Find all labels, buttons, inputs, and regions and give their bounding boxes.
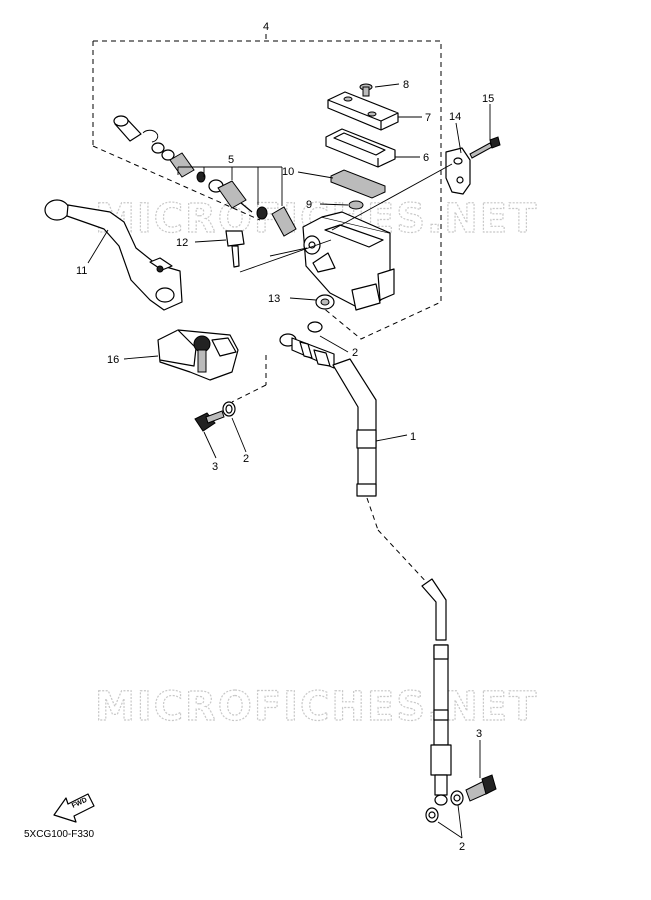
callout-3-left: 3: [212, 461, 218, 473]
part-16-bracket-clamp: [157, 329, 239, 381]
callout-2-left: 2: [243, 453, 249, 465]
callout-8: 8: [403, 79, 409, 91]
callout-1: 1: [410, 431, 416, 443]
lower-right-bolt-and-washers: [425, 774, 497, 823]
callout-6: 6: [423, 152, 429, 164]
callout-5: 5: [228, 154, 234, 166]
callout-2-bottom: 2: [459, 841, 465, 853]
part-7-reservoir-cap: [327, 91, 399, 131]
part-14-holder: [445, 147, 471, 195]
part-12-pivot-bolt: [225, 230, 245, 268]
callout-2-top: 2: [352, 347, 358, 359]
callout-12: 12: [176, 237, 188, 249]
callout-10: 10: [282, 166, 294, 178]
part-10-diaphragm: [330, 169, 386, 199]
callout-7: 7: [425, 112, 431, 124]
callout-13: 13: [268, 293, 280, 305]
callout-11: 11: [76, 265, 87, 277]
callout-15: 15: [482, 93, 494, 105]
callout-14: 14: [449, 111, 461, 123]
lower-left-bolt-and-washer: [194, 401, 236, 432]
diagram-code: 5XCG100-F330: [24, 829, 95, 840]
part-13-boot: [315, 294, 335, 310]
callout-9: 9: [306, 199, 312, 211]
callout-3-bottom: 3: [476, 728, 482, 740]
part-8-screw: [359, 83, 373, 97]
fwd-arrow-icon: FWD: [53, 793, 95, 823]
part-5-bracket-lines: [177, 166, 283, 206]
part-1-brake-hose: [332, 358, 452, 806]
assembly-4-boundary: [92, 34, 442, 340]
master-cylinder-body: [302, 211, 395, 311]
callout-4: 4: [263, 21, 269, 33]
part-15-bolt: [469, 136, 501, 159]
part-6-diaphragm-plate: [325, 128, 396, 168]
callout-16: 16: [107, 354, 119, 366]
part-5-piston-kit: [113, 115, 297, 237]
banjo-fitting-top: [279, 321, 335, 369]
part-11-brake-lever: [44, 199, 183, 311]
part-9-float: [348, 200, 364, 210]
watermark-bottom: MICROFICHES.NET: [95, 684, 538, 730]
